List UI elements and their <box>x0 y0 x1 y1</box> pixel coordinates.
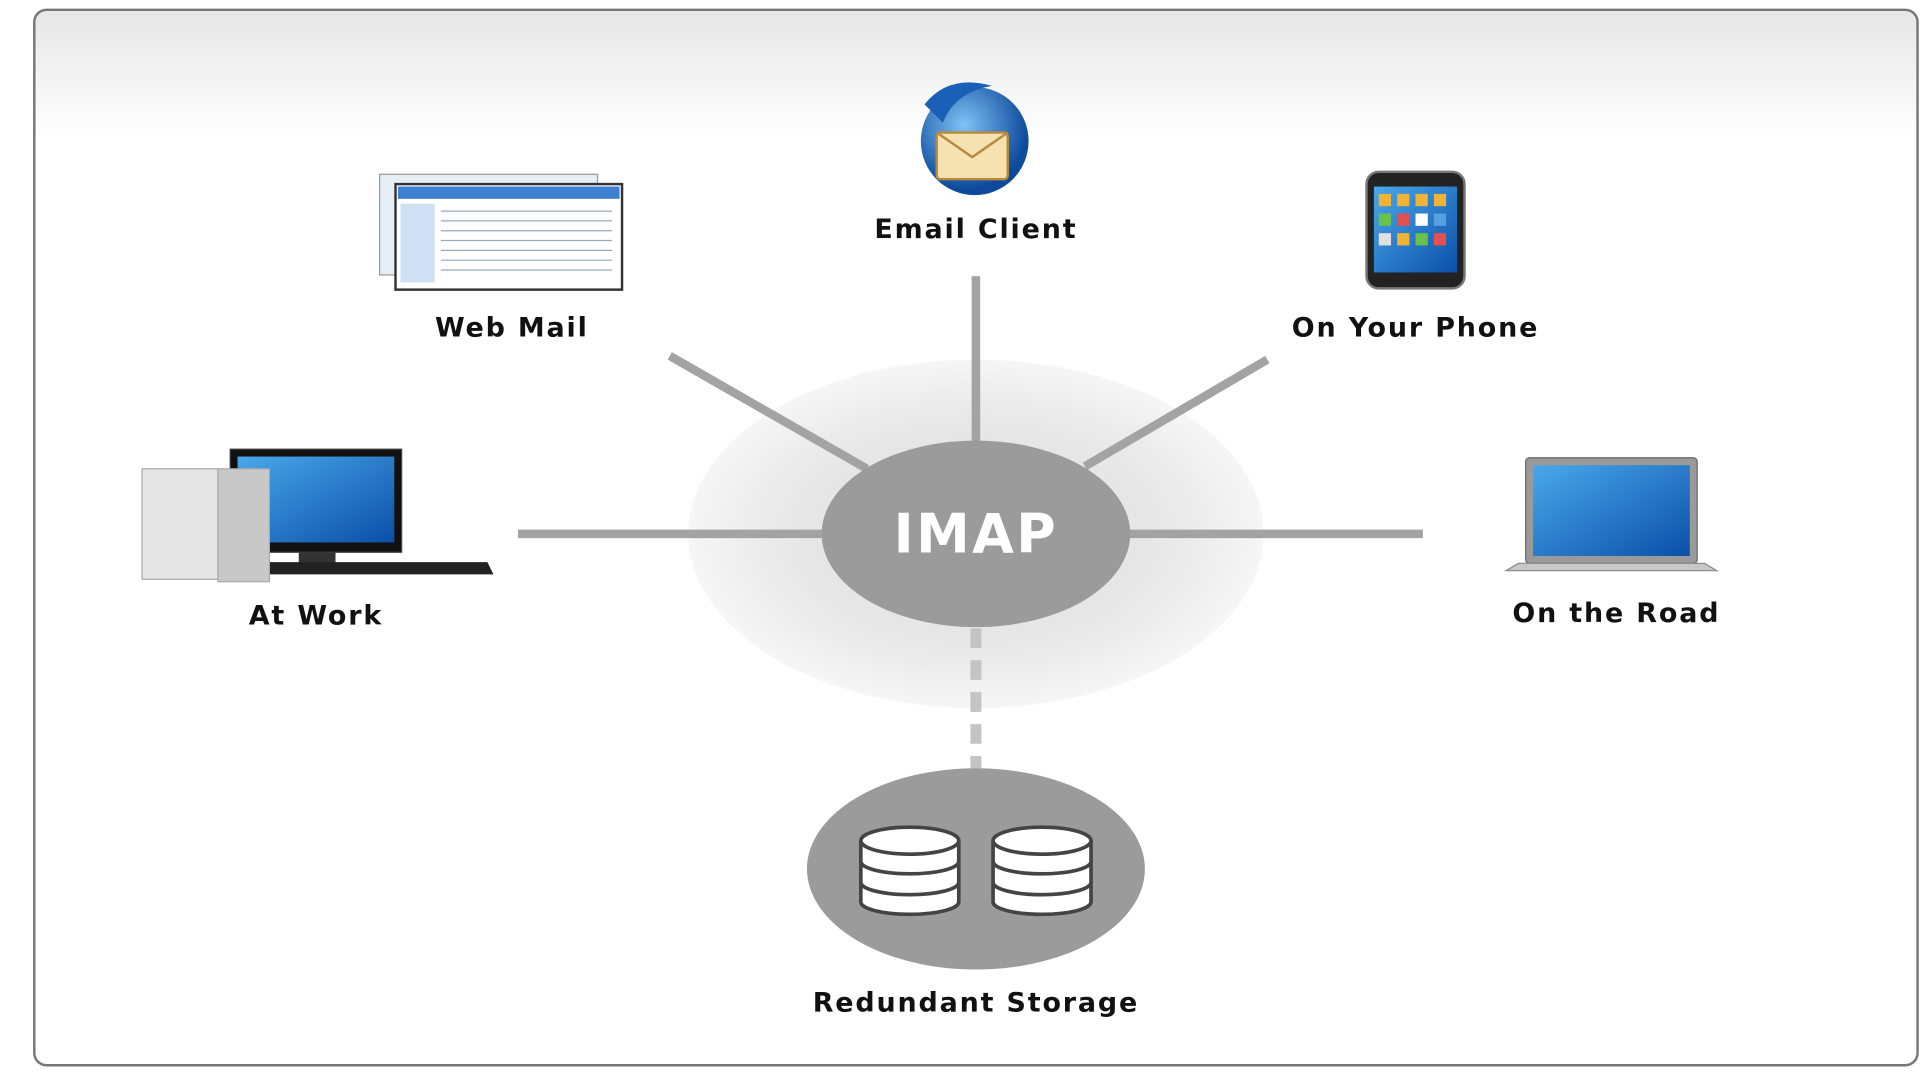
thunderbird-icon <box>920 82 1029 196</box>
database-icon <box>991 825 1093 917</box>
connector-phone <box>1082 355 1270 471</box>
laptop-icon <box>1503 457 1719 572</box>
label-web-mail: Web Mail <box>435 312 589 343</box>
label-email-client: Email Client <box>874 214 1077 245</box>
connectors <box>517 276 1423 769</box>
connector-web-mail <box>667 352 870 473</box>
label-at-work: At Work <box>249 601 383 632</box>
smartphone-icon <box>1365 170 1466 290</box>
imap-hub <box>821 440 1131 628</box>
database-icon <box>858 825 961 917</box>
label-on-your-phone: On Your Phone <box>1292 312 1539 343</box>
imap-label: IMAP <box>894 502 1059 565</box>
desktop-computer-icon <box>141 448 494 583</box>
storage-hub <box>806 768 1145 970</box>
webmail-window-icon <box>378 173 624 291</box>
label-redundant-storage: Redundant Storage <box>813 987 1139 1018</box>
label-on-the-road: On the Road <box>1512 598 1720 629</box>
